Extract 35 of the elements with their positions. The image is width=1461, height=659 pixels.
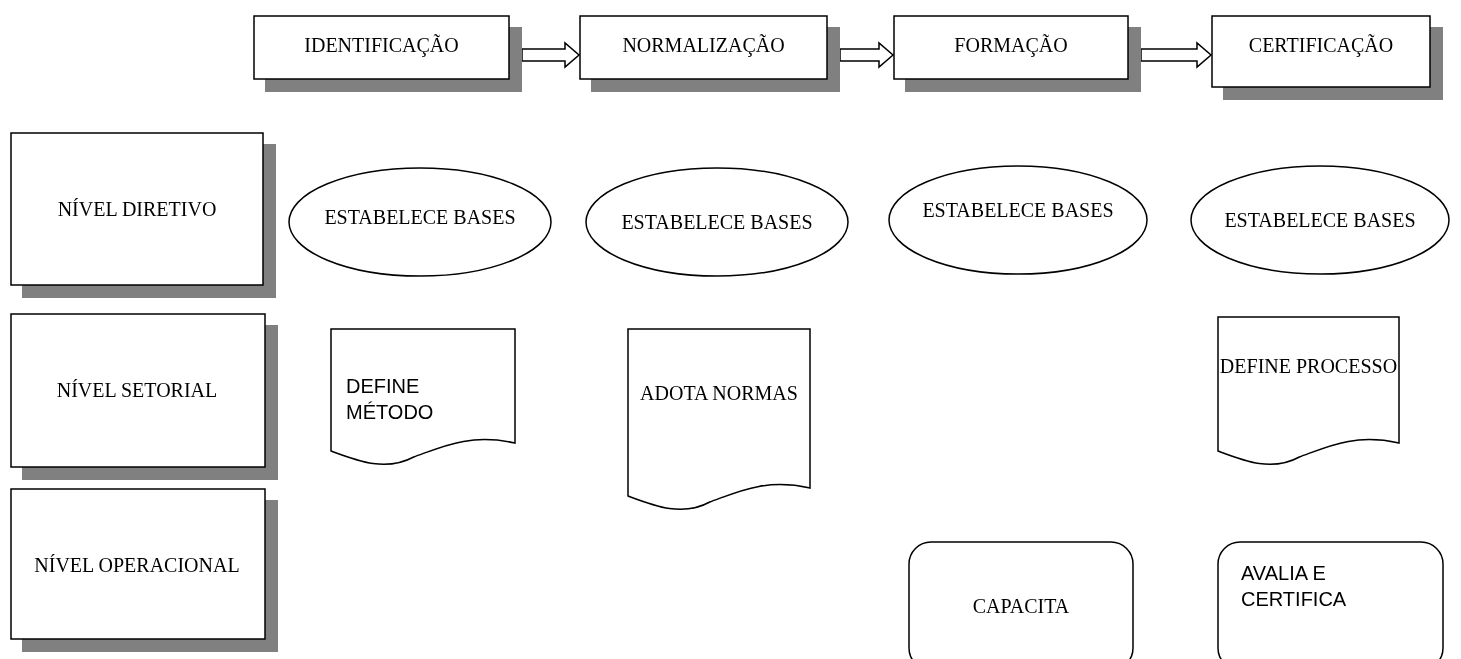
block-arrow — [1140, 41, 1213, 69]
node-label: ESTABELECE BASES — [323, 205, 517, 230]
node-label: DEFINE PROCESSO — [1218, 354, 1399, 379]
process-box — [253, 15, 522, 92]
level-box — [10, 313, 278, 480]
node-label: NÍVEL SETORIAL — [55, 378, 219, 403]
node-label: FORMAÇÃO — [953, 33, 1069, 58]
node-label: CAPACITA — [971, 594, 1071, 619]
ellipse-node — [888, 165, 1148, 275]
block-arrow — [521, 41, 581, 69]
ellipse-node — [1190, 165, 1450, 275]
rounded-box — [908, 541, 1134, 659]
node-label: CERTIFICAÇÃO — [1247, 33, 1395, 58]
node-label: DEFINE MÉTODO — [346, 374, 435, 425]
process-box — [1211, 15, 1443, 100]
node-label: ADOTA NORMAS — [639, 381, 799, 406]
process-box — [893, 15, 1141, 92]
node-label: NORMALIZAÇÃO — [621, 33, 786, 58]
node-label: AVALIA E CERTIFICA — [1241, 561, 1348, 612]
level-box — [10, 132, 276, 298]
level-box — [10, 488, 278, 652]
node-label: NÍVEL OPERACIONAL — [33, 553, 241, 578]
document-shape — [1217, 316, 1400, 468]
node-label: IDENTIFICAÇÃO — [303, 33, 460, 58]
node-label: ESTABELECE BASES — [1223, 208, 1417, 233]
ellipse-node — [585, 167, 849, 277]
node-label: ESTABELECE BASES — [620, 210, 814, 235]
block-arrow — [839, 41, 895, 69]
document-shape — [330, 328, 516, 468]
document-shape — [627, 328, 811, 513]
node-label: NÍVEL DIRETIVO — [56, 197, 218, 222]
process-box — [579, 15, 840, 92]
rounded-box — [1217, 541, 1444, 659]
node-label: ESTABELECE BASES — [921, 198, 1115, 223]
ellipse-node — [288, 167, 552, 277]
